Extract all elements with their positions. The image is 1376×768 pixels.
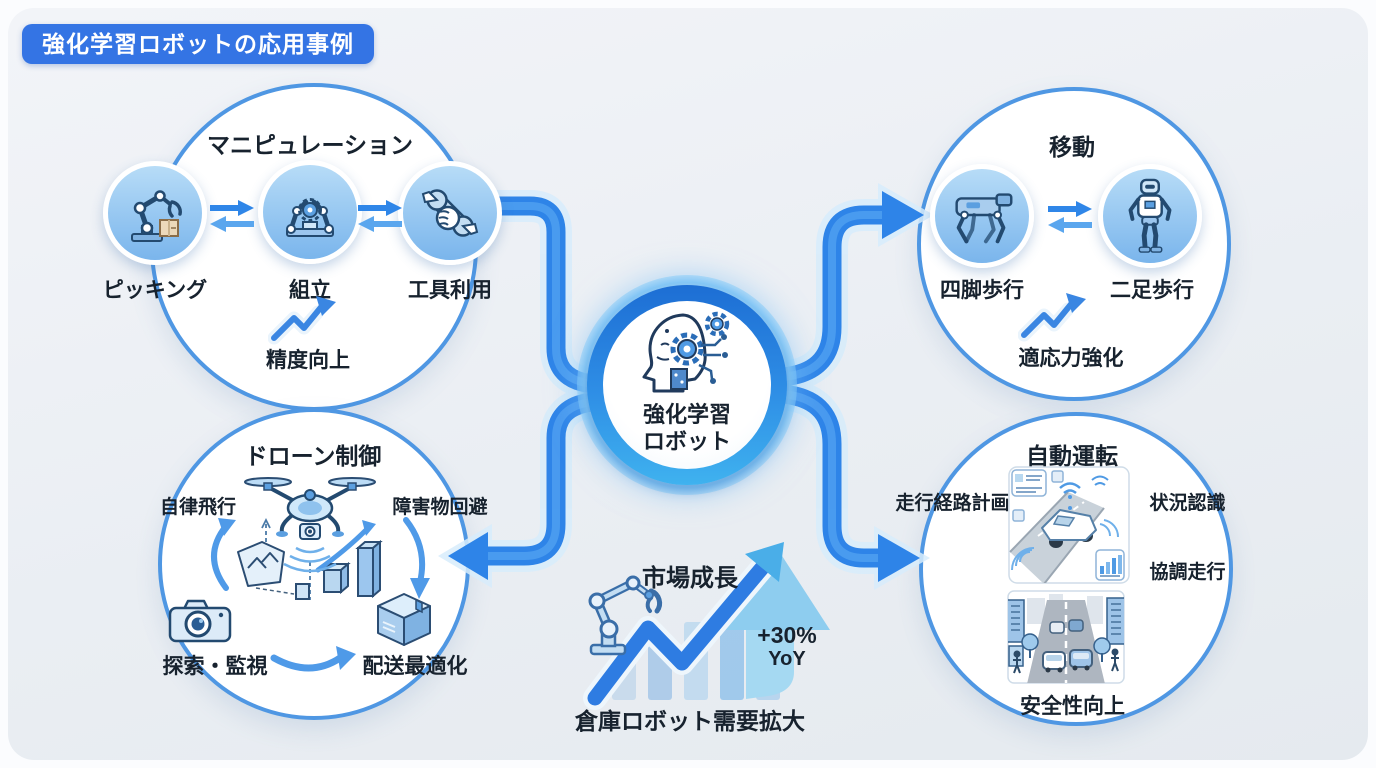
humanoid-robot-icon [1128,178,1172,253]
double-arrow-icon [210,200,254,232]
driving-label-situation-awareness: 状況認識 [1149,493,1226,514]
quadruped-robot-icon [955,193,1013,244]
market-title: 市場成長 [642,565,738,592]
double-arrow-icon [1048,201,1092,233]
center-label-line2: ロボット [642,429,731,454]
assembly-arms-icon [286,198,334,237]
drone-label-delivery-optimization: 配送最適化 [362,655,468,678]
drone-label-obstacle-avoidance: 障害物回避 [392,497,488,518]
assembly-icon-circle [258,160,362,264]
page-title: 強化学習ロボットの応用事例 [42,31,354,57]
picking-label: ピッキング [102,279,208,302]
tool-icon-circle [398,161,502,265]
drone-label-search-monitoring: 探索・監視 [162,655,268,678]
city-street-icon [1007,590,1125,684]
quadruped-label: 四脚歩行 [940,279,1024,302]
center-hub: 強化学習 ロボット [577,275,797,495]
drone-scene-icon [211,477,383,600]
market-growth-value: +30% [757,622,817,648]
flow-arrow-icon [270,646,356,672]
tool-label: 工具利用 [408,279,492,302]
double-arrow-icon [358,200,402,232]
wrench-hand-icon [421,189,479,237]
robot-arm-picking-icon [131,190,182,242]
package-icon [377,593,431,646]
title-badge: 強化学習ロボットの応用事例 [22,24,374,64]
camera-icon [168,599,232,643]
manipulation-note: 精度向上 [266,349,350,372]
market-growth-period: YoY [768,648,806,670]
drone-label-autonomous-flight: 自律飛行 [159,497,236,518]
locomotion-note: 適応力強化 [1018,347,1124,370]
assembly-label: 組立 [289,279,331,302]
driving-title: 自動運転 [1026,443,1118,469]
camera-icon-wrap [163,583,237,657]
drone-title: ドローン制御 [244,443,382,469]
center-label: 強化学習 ロボット [597,401,777,455]
locomotion-title: 移動 [1049,134,1095,160]
humanoid-icon-circle [1098,164,1202,268]
center-label-line1: 強化学習 [642,402,731,427]
quadruped-icon-circle [930,164,1034,268]
ai-head-icon [642,311,730,393]
curved-down-arrow-icon [403,517,430,599]
manipulation-title: マニピュレーション [206,132,414,158]
picking-icon-circle [103,161,207,265]
driving-label-cooperative-driving: 協調走行 [1149,562,1226,583]
market-caption: 倉庫ロボット需要拡大 [575,708,805,734]
connected-car-icon [1008,466,1130,584]
driving-label-route-planning: 走行経路計画 [895,493,1010,514]
market-robot-arm-icon [588,575,663,656]
driving-label-safety: 安全性向上 [1020,695,1125,718]
growth-arrow-icon [1018,293,1086,342]
growth-arrow-icon [268,296,336,345]
humanoid-label: 二足歩行 [1110,279,1194,302]
market-growth-chart [583,542,830,710]
